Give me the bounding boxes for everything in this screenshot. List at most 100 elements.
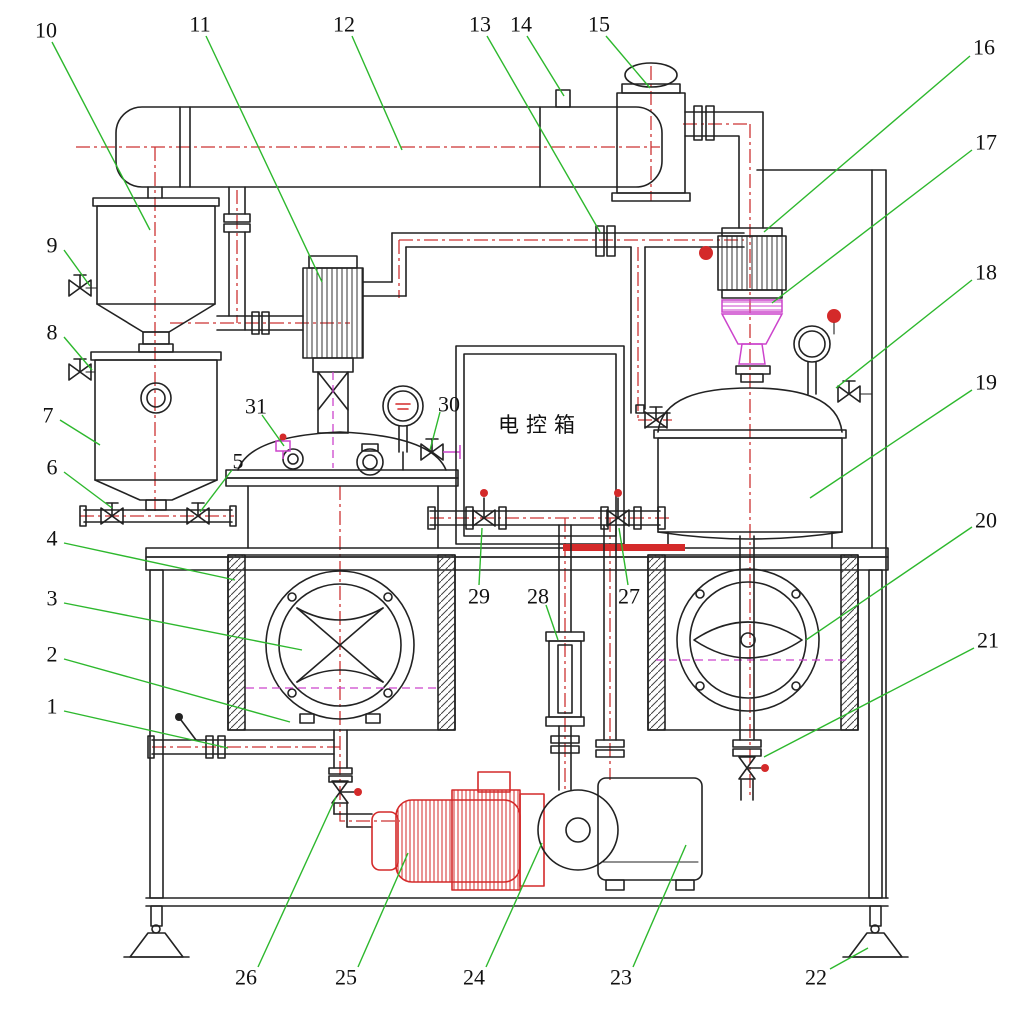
callout-label-9: 9 xyxy=(47,233,58,258)
pipe-elbow-right xyxy=(684,105,764,229)
callout-label-2: 2 xyxy=(47,642,58,667)
callout-leader-24 xyxy=(485,842,543,968)
control-box xyxy=(455,345,625,545)
callout-label-13: 13 xyxy=(469,12,491,37)
callout-leader-12 xyxy=(351,35,403,151)
pressure-gauge-left xyxy=(382,385,424,471)
callout-label-31: 31 xyxy=(245,394,267,419)
callout-leader-25 xyxy=(357,852,409,968)
callout-label-25: 25 xyxy=(335,965,357,990)
callout-label-7: 7 xyxy=(43,403,54,428)
callout-leader-22 xyxy=(829,947,869,970)
callout-leader-31 xyxy=(261,414,285,447)
callout-label-6: 6 xyxy=(47,455,58,480)
callout-leader-26 xyxy=(257,796,337,968)
blower-box xyxy=(597,777,703,891)
callout-label-15: 15 xyxy=(588,12,610,37)
bottom-feed-line xyxy=(147,713,335,759)
receiver-outlet xyxy=(732,535,762,801)
head-sight-port xyxy=(282,448,304,470)
callout-leader-4 xyxy=(63,542,236,581)
valve-29 xyxy=(472,488,496,527)
lever-valve-handle xyxy=(180,719,197,741)
condenser-horizontal xyxy=(115,89,663,188)
callout-leader-13 xyxy=(486,35,601,233)
valve-31 xyxy=(275,433,291,459)
vapor-pipe xyxy=(362,225,745,297)
callout-label-3: 3 xyxy=(47,586,58,611)
callout-leader-28 xyxy=(545,604,559,641)
callout-leader-17 xyxy=(771,149,973,304)
callout-label-8: 8 xyxy=(47,320,58,345)
callout-leader-9 xyxy=(63,249,91,287)
callout-label-22: 22 xyxy=(805,965,827,990)
pump-volute xyxy=(537,789,619,871)
stirrer-motor xyxy=(302,255,364,434)
callout-label-12: 12 xyxy=(333,12,355,37)
condenser-drop-stub xyxy=(147,186,251,331)
callout-label-26: 26 xyxy=(235,965,257,990)
callout-leader-11 xyxy=(205,35,323,283)
flow-sightglass xyxy=(545,631,585,791)
valve-5 xyxy=(186,502,210,525)
callout-label-29: 29 xyxy=(468,584,490,609)
callout-label-17: 17 xyxy=(975,130,997,155)
callout-leader-1 xyxy=(63,710,229,749)
valve-6 xyxy=(100,502,124,525)
separator-lower xyxy=(90,351,222,511)
callout-leader-5 xyxy=(199,469,233,513)
sight-glass xyxy=(140,382,172,414)
red-ball-fitting xyxy=(827,309,841,323)
callout-leader-20 xyxy=(805,526,973,641)
receiver-top-flange xyxy=(735,365,771,383)
vent-nub xyxy=(555,89,571,108)
separator-upper xyxy=(92,197,220,353)
callout-label-27: 27 xyxy=(618,584,640,609)
callout-label-18: 18 xyxy=(975,260,997,285)
pump-motor xyxy=(371,771,545,891)
callout-label-4: 4 xyxy=(47,526,58,551)
condenser-right xyxy=(717,227,787,299)
magenta-coupling xyxy=(720,299,784,365)
valve-9 xyxy=(68,274,92,297)
callout-leader-21 xyxy=(763,647,975,758)
callout-leader-8 xyxy=(63,336,93,371)
receiver-inlet-pipe xyxy=(630,246,671,428)
red-bus-bar xyxy=(563,544,685,551)
callout-label-24: 24 xyxy=(463,965,485,990)
receiver-inlet-valve xyxy=(644,406,668,429)
furnace-left xyxy=(227,554,456,731)
callout-leader-14 xyxy=(526,35,565,97)
valve-26 xyxy=(331,780,363,804)
callout-leader-30 xyxy=(429,411,441,451)
callout-leader-27 xyxy=(618,527,629,586)
callout-leader-7 xyxy=(59,419,101,446)
callout-label-1: 1 xyxy=(47,694,58,719)
callout-leader-3 xyxy=(63,602,303,651)
callout-leader-6 xyxy=(63,471,113,509)
pipe-left-to-stirrer xyxy=(216,311,304,335)
control-box-label: 电控箱 xyxy=(498,413,582,437)
callout-leader-16 xyxy=(763,55,971,233)
callout-label-5: 5 xyxy=(233,449,244,474)
reactor-head xyxy=(225,431,459,549)
machine-foot-right xyxy=(842,905,909,958)
furnace-right xyxy=(647,554,859,731)
callout-label-20: 20 xyxy=(975,508,997,533)
callout-label-23: 23 xyxy=(610,965,632,990)
head-nozzle xyxy=(356,448,384,476)
branch-pipes xyxy=(558,524,625,758)
valve-8 xyxy=(68,358,92,381)
callout-label-19: 19 xyxy=(975,370,997,395)
callout-label-16: 16 xyxy=(973,35,995,60)
transfer-line xyxy=(427,506,666,530)
pressure-gauge-right xyxy=(793,309,841,395)
furnace-outlet-pipe xyxy=(328,729,373,828)
callout-label-28: 28 xyxy=(527,584,549,609)
callout-label-21: 21 xyxy=(977,628,999,653)
callout-leader-18 xyxy=(835,279,973,389)
callout-leader-15 xyxy=(605,35,651,89)
callout-leader-29 xyxy=(478,527,483,586)
